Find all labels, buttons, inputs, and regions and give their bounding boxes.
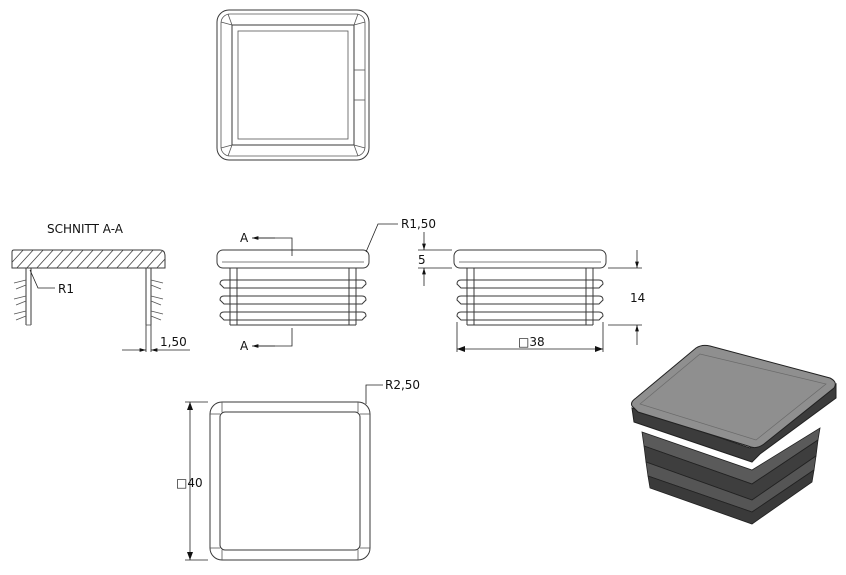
- top-view: [216, 9, 370, 161]
- section-view: SCHNITT A-A: [11, 222, 190, 352]
- cap-width-label: □40: [176, 476, 203, 490]
- plug-width-label: □38: [518, 335, 545, 349]
- section-hatching: [12, 250, 165, 268]
- radius-r250-label: R2,50: [385, 378, 420, 392]
- side-view: 5 14 □38: [418, 232, 645, 352]
- isometric-view: [631, 344, 837, 525]
- section-marker-bottom: A: [240, 339, 249, 353]
- radius-r1-label: R1: [58, 282, 74, 296]
- cap-height-label: 5: [418, 253, 426, 267]
- section-title: SCHNITT A-A: [47, 222, 124, 236]
- bottom-view: R2,50 □40: [176, 378, 420, 561]
- radius-r150-label: R1,50: [401, 217, 436, 231]
- front-view: A A R1,50: [216, 217, 436, 353]
- wall-thickness-label: 1,50: [160, 335, 187, 349]
- total-height-label: 14: [630, 291, 645, 305]
- section-marker-top: A: [240, 231, 249, 245]
